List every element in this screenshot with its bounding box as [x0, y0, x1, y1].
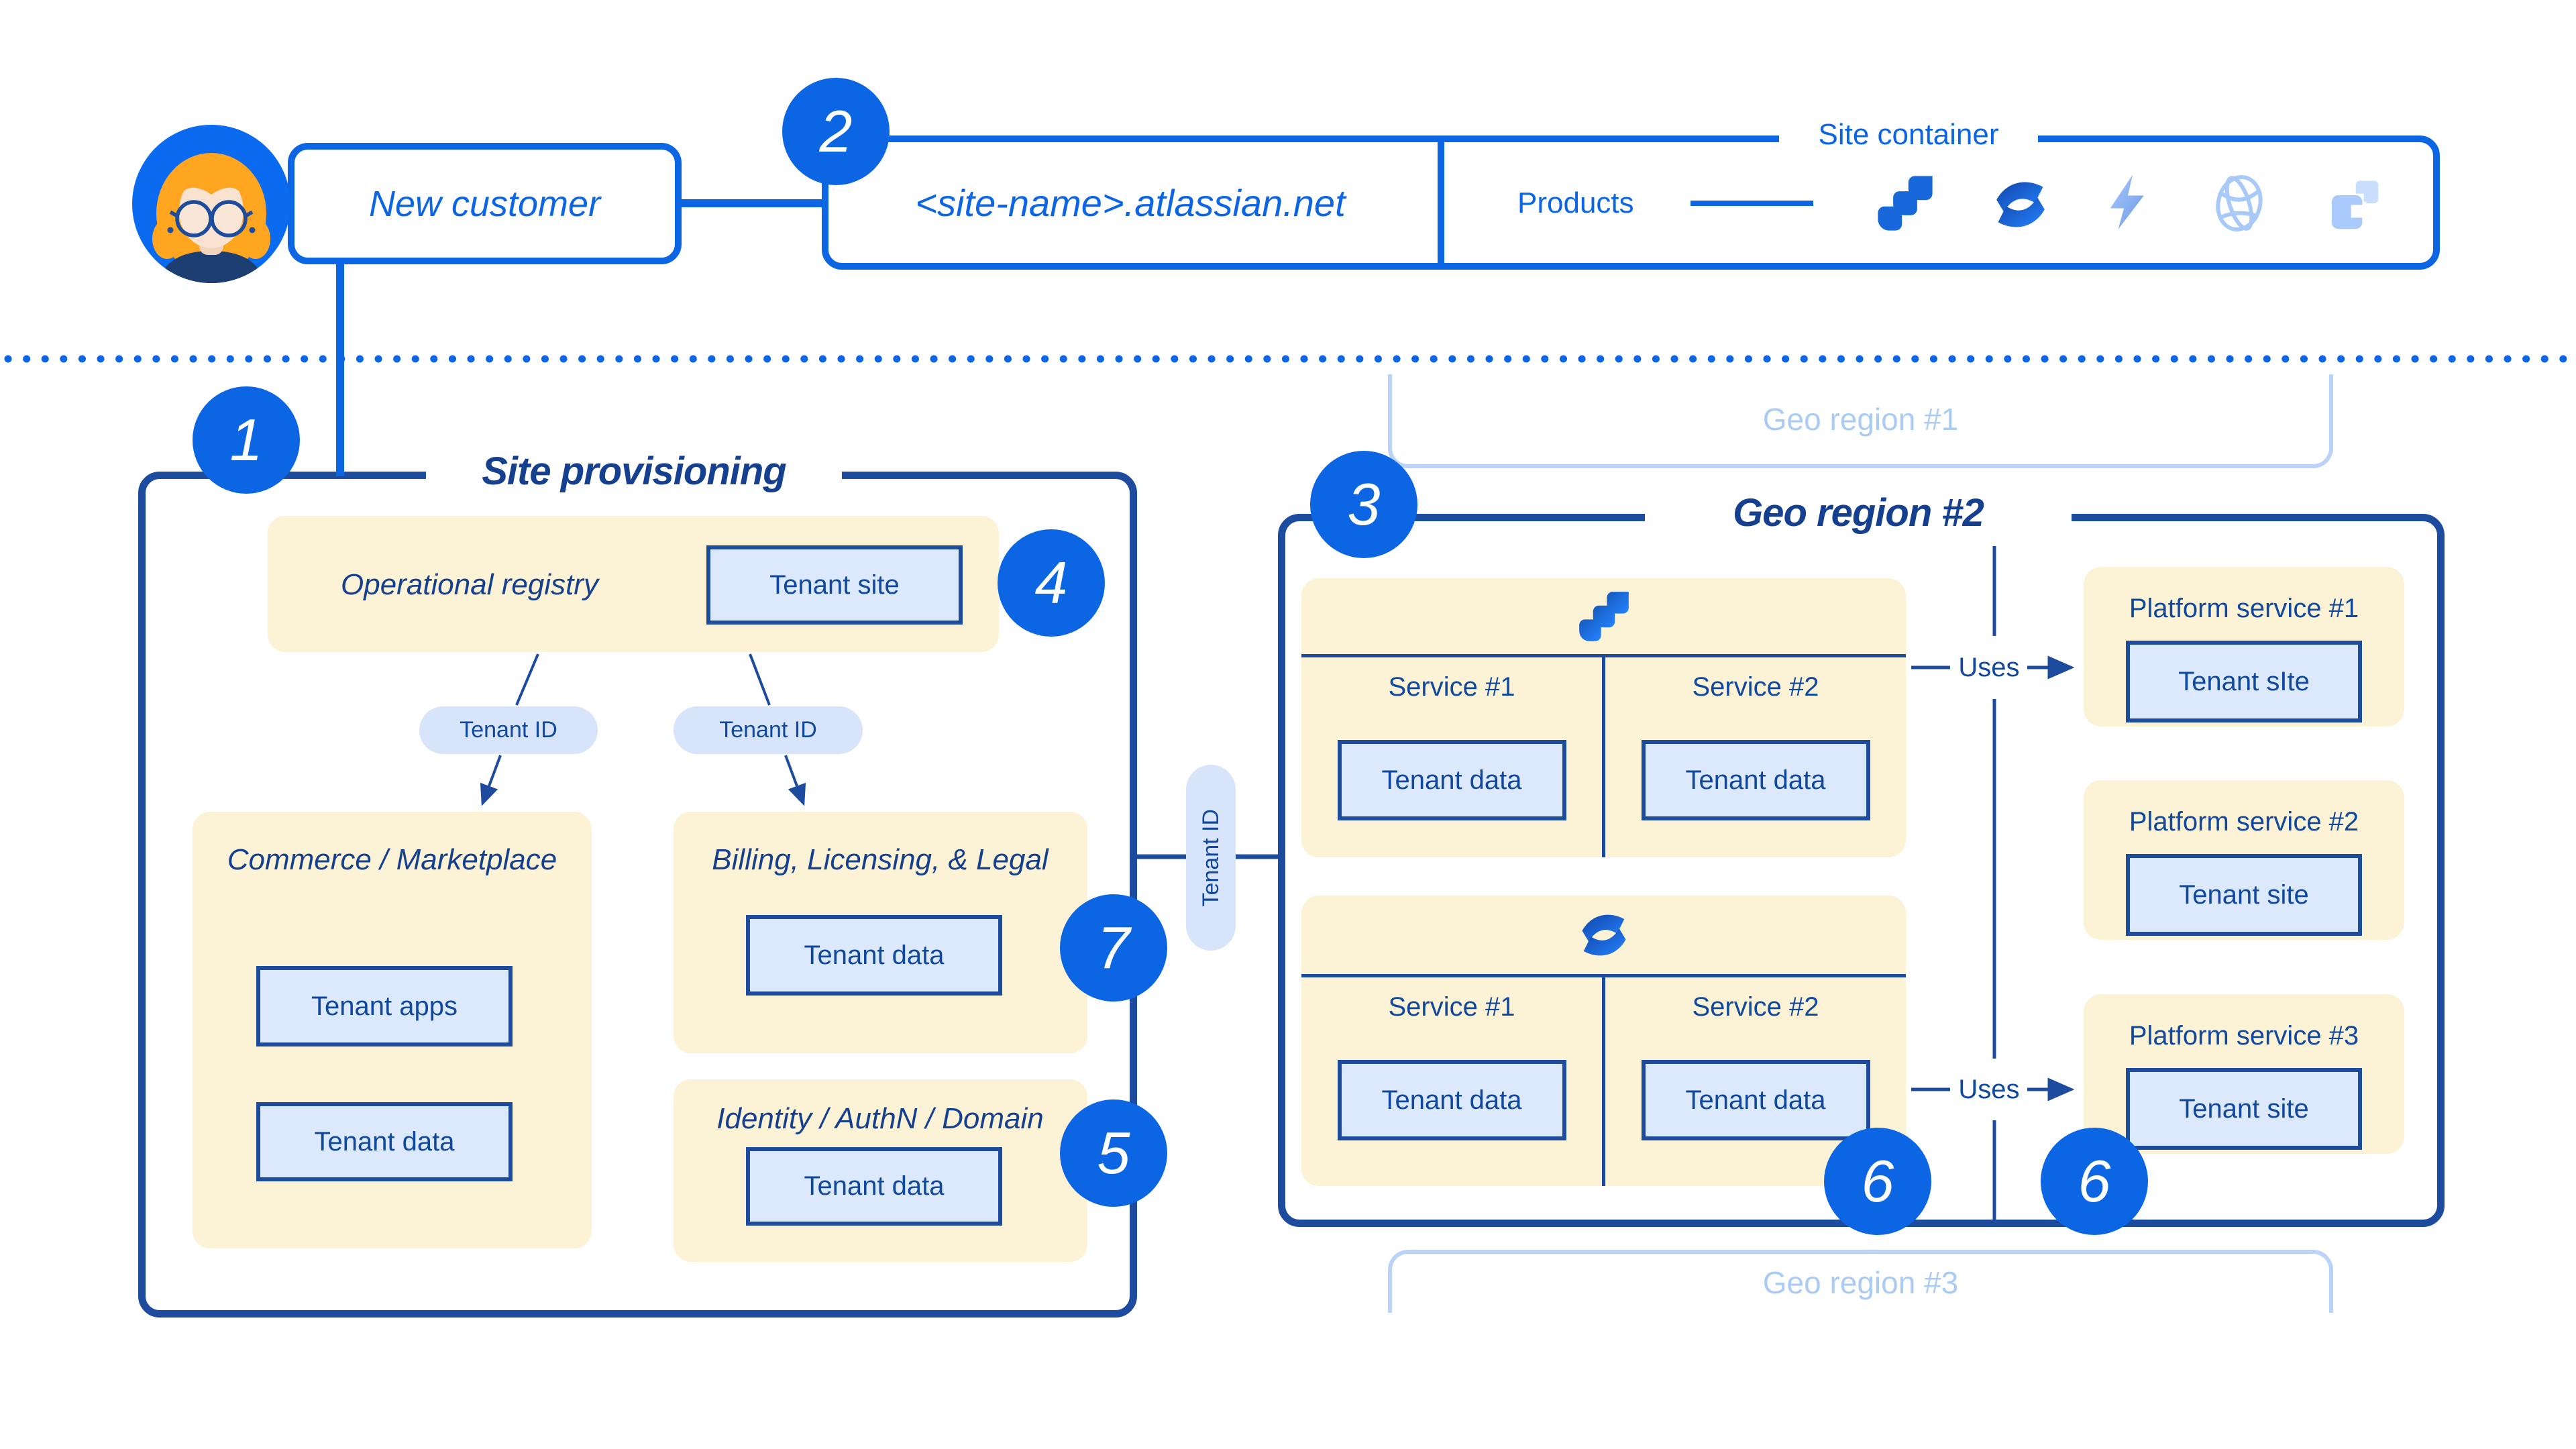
- tenant-apps-box: Tenant apps: [256, 966, 513, 1046]
- jira-service-1: Service #1 Tenant data: [1301, 657, 1602, 857]
- billing-tenant-data-box: Tenant data: [746, 915, 1002, 996]
- step-badge-1: 1: [193, 386, 300, 494]
- geo-region-1-box: Geo region #1: [1388, 374, 2333, 468]
- jira-service-group: Service #1 Tenant data Service #2 Tenant…: [1301, 578, 1906, 857]
- commerce-marketplace-title: Commerce / Marketplace: [227, 843, 557, 876]
- site-container-box: [822, 136, 2440, 270]
- new-customer-box: New customer: [288, 143, 682, 264]
- billing-title: Billing, Licensing, & Legal: [712, 843, 1049, 876]
- operational-registry-label: Operational registry: [341, 568, 598, 601]
- confluence-icon: [1301, 896, 1906, 974]
- identity-title: Identity / AuthN / Domain: [716, 1102, 1044, 1135]
- site-container-divider: [1438, 142, 1444, 263]
- uses-label-bottom: Uses: [1958, 1074, 2020, 1104]
- step-badge-5: 5: [1060, 1099, 1167, 1207]
- tenant-id-pill-right: Tenant ID: [674, 706, 863, 754]
- step-badge-6-right: 6: [2041, 1128, 2148, 1235]
- site-container-title: Site container: [1779, 111, 2038, 158]
- geo-region-3-label: Geo region #3: [1762, 1265, 1959, 1300]
- step-badge-2: 2: [782, 78, 890, 185]
- platform-service-1-title: Platform service #1: [2129, 593, 2359, 623]
- platform-service-1-tenant-box: Tenant sIte: [2126, 641, 2362, 722]
- step-badge-6-left: 6: [1824, 1128, 1931, 1235]
- tenant-id-connector-pill: Tenant ID: [1186, 765, 1236, 951]
- uses-label-top: Uses: [1958, 652, 2020, 682]
- geo-region-3-box: Geo region #3: [1388, 1250, 2333, 1313]
- site-name-cell: <site-name>.atlassian.net: [832, 142, 1429, 263]
- step-badge-4: 4: [998, 529, 1105, 637]
- platform-service-3-tenant-box: Tenant site: [2126, 1068, 2362, 1150]
- confluence-service-1: Service #1 Tenant data: [1301, 977, 1602, 1186]
- tenant-id-pill-left: Tenant ID: [419, 706, 598, 754]
- products-label: Products: [1517, 186, 1634, 219]
- tenant-data-box: Tenant data: [1337, 1060, 1566, 1140]
- tenant-data-box: Tenant data: [1641, 740, 1870, 820]
- site-provisioning-title: Site provisioning: [426, 438, 842, 504]
- step-badge-7: 7: [1060, 894, 1167, 1002]
- globe-product-icon: [2216, 175, 2263, 231]
- tenant-data-box: Tenant data: [1641, 1060, 1870, 1140]
- new-customer-avatar: [132, 125, 290, 283]
- jira-product-icon: [1878, 176, 1933, 231]
- commerce-tenant-data-box: Tenant data: [256, 1102, 513, 1181]
- tenant-data-box: Tenant data: [1337, 740, 1566, 820]
- confluence-service-group: Service #1 Tenant data Service #2 Tenant…: [1301, 896, 1906, 1186]
- geo-region-1-label: Geo region #1: [1762, 402, 1959, 437]
- geo-region-2-title: Geo region #2: [1645, 479, 2072, 546]
- tenant-site-box: Tenant site: [706, 545, 963, 625]
- platform-service-3-title: Platform service #3: [2129, 1020, 2359, 1051]
- platform-service-2-tenant-box: Tenant site: [2126, 854, 2362, 936]
- platform-service-2-title: Platform service #2: [2129, 806, 2359, 837]
- jira-icon: [1301, 578, 1906, 654]
- new-customer-label: New customer: [368, 183, 601, 224]
- lightning-product-icon: [2110, 174, 2144, 229]
- site-name-label: <site-name>.atlassian.net: [915, 181, 1346, 224]
- confluence-product-icon: [1996, 182, 2045, 227]
- identity-tenant-data-box: Tenant data: [746, 1147, 1002, 1226]
- squares-product-icon: [2331, 180, 2379, 229]
- jira-service-2: Service #2 Tenant data: [1602, 657, 1906, 857]
- step-badge-3: 3: [1310, 451, 1417, 558]
- confluence-service-2: Service #2 Tenant data: [1602, 977, 1906, 1186]
